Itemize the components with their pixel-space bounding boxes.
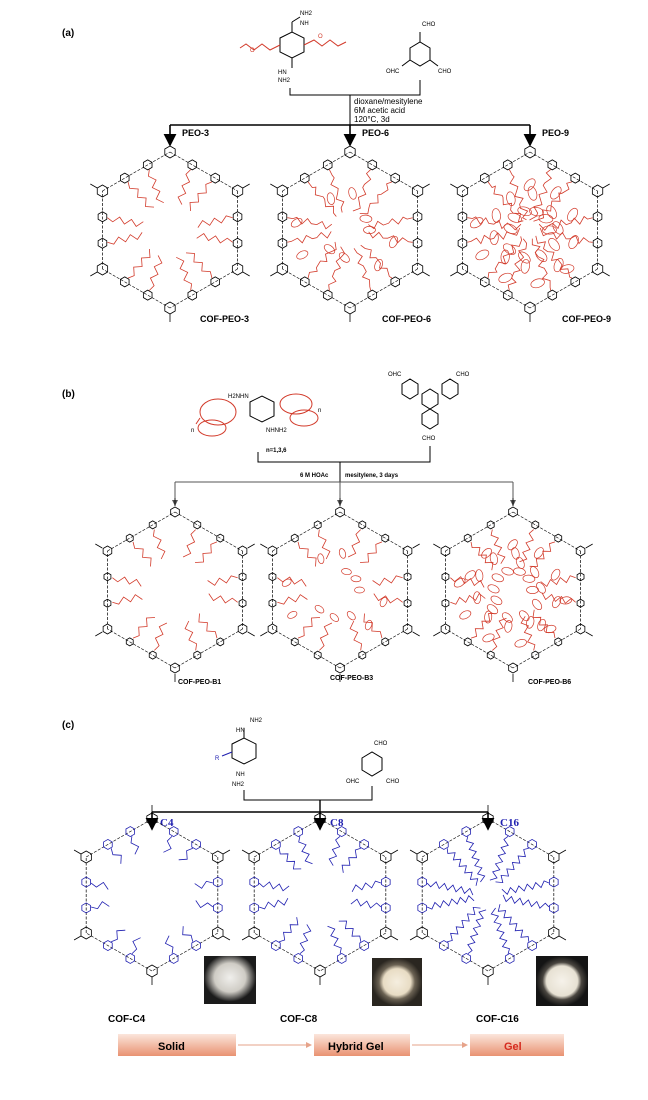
svg-text:O: O [318, 34, 323, 40]
panel-b-label: (b) [62, 389, 75, 400]
svg-text:OHC: OHC [346, 779, 360, 785]
branch-c16: C16 [500, 817, 519, 829]
panel-c-label: (c) [62, 720, 74, 731]
panel-c-cof-structures [73, 805, 567, 985]
hn-label: HN [278, 70, 287, 76]
state-solid: Solid [158, 1041, 185, 1053]
state-box-hybrid-gel [314, 1034, 410, 1056]
panel-b-aldehyde-monomer: OHC CHO CHO [388, 372, 470, 442]
panel-b-cof-structures [95, 498, 593, 682]
panel-a-hydrazide-monomer: NH2 NH HN NH2 O O [239, 11, 347, 84]
product-cof-c16: COF-C16 [476, 1014, 519, 1025]
svg-text:O: O [250, 48, 255, 54]
svg-text:NH: NH [236, 772, 245, 778]
panel-a-cof-structures [90, 138, 610, 322]
branch-peo-6: PEO-6 [362, 128, 389, 138]
condition-temp: 120°C, 3d [354, 115, 390, 124]
panel-c-hydrazide-monomer: NH2 HN NH NH2 R [215, 718, 263, 788]
svg-text:R: R [215, 756, 220, 762]
branch-c8: C8 [330, 817, 344, 829]
svg-text:NH2: NH2 [250, 718, 263, 724]
panel-c-aldehyde-monomer: CHO CHO OHC [346, 741, 400, 785]
branch-c4: C4 [160, 817, 174, 829]
branch-peo-3: PEO-3 [182, 128, 209, 138]
condition-hoac: 6 M HOAc [300, 473, 329, 479]
branch-peo-9: PEO-9 [542, 128, 569, 138]
svg-text:CHO: CHO [422, 436, 436, 442]
n-values-note: n=1,3,6 [266, 448, 287, 454]
state-box-gel [470, 1034, 564, 1056]
svg-text:OHC: OHC [388, 372, 402, 378]
svg-text:H2NHN: H2NHN [228, 394, 249, 400]
product-cof-peo-b1: COF-PEO-B1 [178, 679, 221, 686]
condition-mesitylene: mesitylene, 3 days [345, 473, 399, 479]
photo-cof-c4-solid [204, 956, 256, 1004]
photo-cof-c8-hybrid-gel [372, 958, 422, 1006]
product-cof-peo-3: COF-PEO-3 [200, 314, 249, 324]
panel-b-hydrazide-monomer: H2NHN NHNH2 n n n=1,3,6 [191, 393, 321, 454]
state-gel: Gel [504, 1041, 522, 1053]
product-cof-peo-b3: COF-PEO-B3 [330, 675, 373, 682]
state-hybrid-gel: Hybrid Gel [328, 1041, 384, 1053]
condition-solvent: dioxane/mesitylene [354, 97, 423, 106]
svg-text:CHO: CHO [386, 779, 400, 785]
condition-acid: 6M acetic acid [354, 106, 405, 115]
svg-text:NH2: NH2 [232, 782, 245, 788]
nh-label: NH [300, 21, 309, 27]
svg-text:OHC: OHC [386, 69, 400, 75]
nh2-label: NH2 [300, 11, 313, 17]
svg-text:HN: HN [236, 728, 245, 734]
product-cof-peo-6: COF-PEO-6 [382, 314, 431, 324]
product-cof-c4: COF-C4 [108, 1014, 146, 1025]
nh2b-label: NH2 [278, 78, 291, 84]
panel-a-label: (a) [62, 28, 74, 39]
svg-text:CHO: CHO [422, 22, 436, 28]
product-cof-peo-b6: COF-PEO-B6 [528, 679, 571, 686]
svg-text:NHNH2: NHNH2 [266, 428, 287, 434]
svg-text:n: n [191, 428, 194, 434]
svg-text:n: n [318, 408, 321, 414]
svg-text:CHO: CHO [438, 69, 452, 75]
photo-cof-c16-gel [536, 956, 588, 1006]
panel-a-aldehyde-monomer: CHO CHO OHC [386, 22, 452, 75]
product-cof-c8: COF-C8 [280, 1014, 318, 1025]
product-cof-peo-9: COF-PEO-9 [562, 314, 611, 324]
svg-text:CHO: CHO [456, 372, 470, 378]
state-box-solid [118, 1034, 236, 1056]
svg-text:CHO: CHO [374, 741, 388, 747]
